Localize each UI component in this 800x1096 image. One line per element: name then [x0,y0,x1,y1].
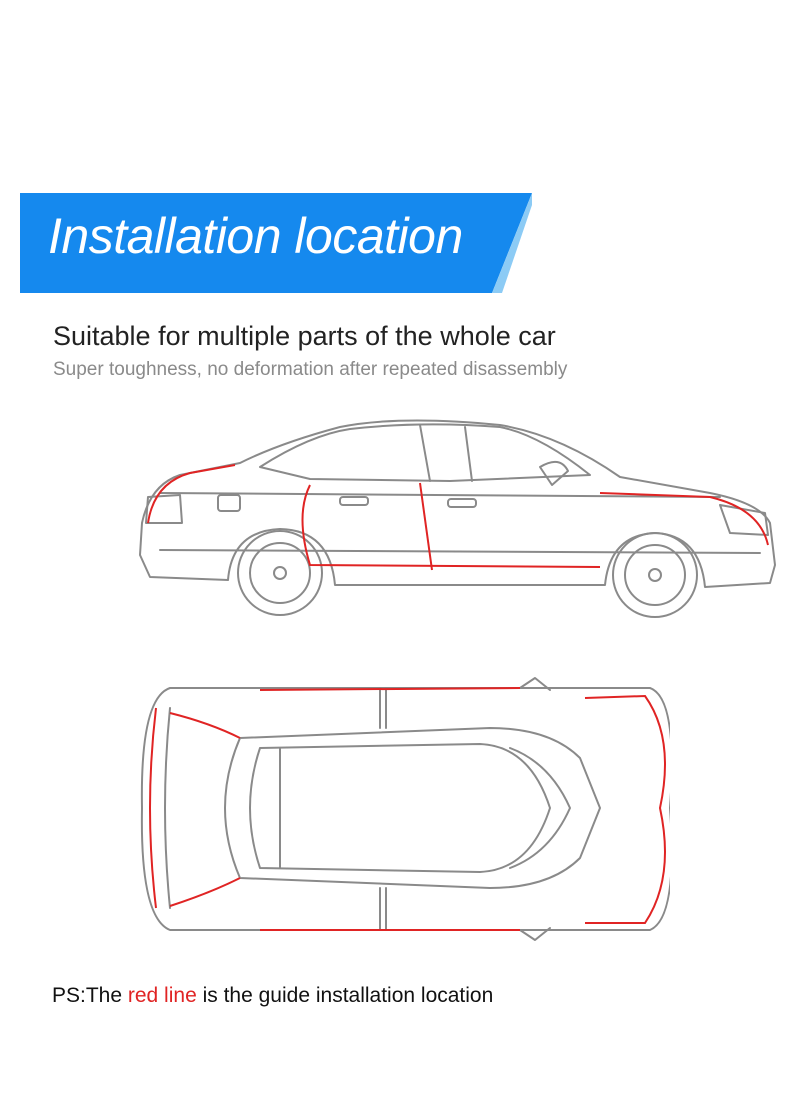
footnote-highlight: red line [127,984,197,1007]
banner-shape [20,193,532,293]
subline: Super toughness, no deformation after re… [53,359,568,380]
side-body-outline [139,419,776,588]
top-guide-lines [149,687,666,931]
banner-title: Installation location [48,208,463,264]
headline: Suitable for multiple parts of the whole… [53,321,556,351]
footnote: PS:The red line is the guide installatio… [52,984,493,1008]
side-front-wheel [612,532,698,618]
side-window-outline [259,423,591,482]
car-top-view [140,677,670,941]
side-rear-wheel [237,530,323,616]
footnote-prefix: PS:The [52,984,128,1007]
side-guide-lines [147,464,769,571]
car-side-view [139,419,776,618]
footnote-suffix: is the guide installation location [196,984,494,1007]
top-cabin-outline [224,727,601,889]
top-body-outline [140,687,670,931]
title-banner: Installation location [20,193,532,293]
